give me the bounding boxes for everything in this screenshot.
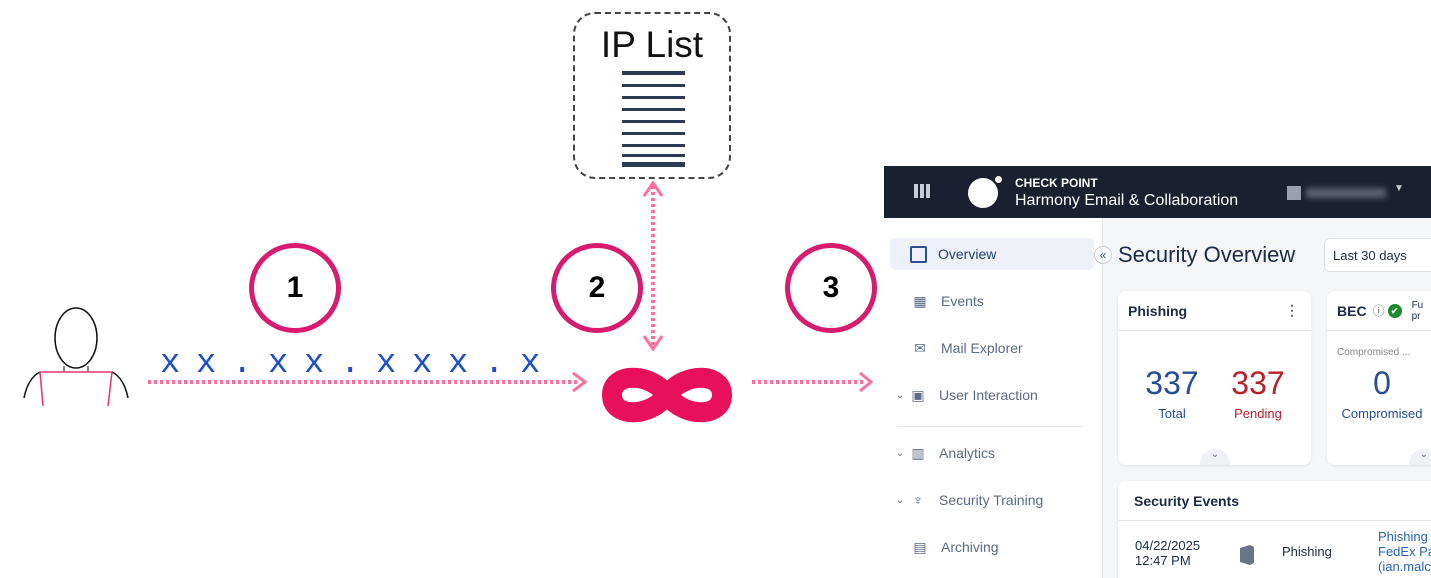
account-dropdown-icon[interactable]: ▼: [1394, 183, 1404, 194]
app-header: CHECK POINT Harmony Email & Collaboratio…: [884, 166, 1431, 218]
bec-card-title: BEC: [1337, 302, 1367, 319]
info-icon[interactable]: ⓘ: [1372, 304, 1385, 318]
sidebar: Overview ▦Events ✉Mail Explorer ⌄▣User I…: [884, 218, 1103, 578]
phishing-total[interactable]: 337: [1145, 365, 1199, 401]
step-2-badge: 2: [551, 243, 643, 333]
sidebar-item-analytics[interactable]: ⌄▥Analytics: [896, 444, 996, 462]
ip-list-box: IP List: [573, 12, 731, 179]
date-filter-select[interactable]: Last 30 days: [1324, 238, 1431, 272]
sidebar-item-mail-explorer[interactable]: ✉Mail Explorer: [890, 332, 1094, 364]
check-status-icon: ✔: [1387, 303, 1402, 318]
office-icon: [1240, 545, 1254, 565]
bec-compromised-count[interactable]: 0: [1373, 365, 1391, 401]
sidebar-item-user-interaction[interactable]: ⌄▣User Interaction: [896, 386, 1038, 404]
app-grid-icon[interactable]: [914, 184, 932, 198]
trophy-icon: ♆: [912, 492, 924, 508]
brand-name: CHECK POINT: [1015, 176, 1098, 190]
phishing-pending[interactable]: 337: [1231, 365, 1285, 401]
step-1-badge: 1: [249, 243, 341, 333]
bec-card: BEC ⓘ✔ Fu pr Compromised ... 0 Compromised…: [1327, 291, 1431, 465]
phishing-pending-label: Pending: [1234, 406, 1282, 421]
building-icon: [1287, 186, 1301, 200]
person-icon: [23, 307, 129, 407]
product-name: Harmony Email & Collaboration: [1015, 192, 1239, 209]
user-interaction-icon: ▣: [911, 386, 925, 403]
sidebar-item-overview[interactable]: Overview: [890, 238, 1094, 270]
sidebar-item-security-training[interactable]: ⌄♆Security Training: [896, 492, 1044, 508]
event-type: Phishing: [1282, 544, 1332, 559]
ip-list-title: IP List: [600, 24, 704, 65]
sidebar-divider: [898, 426, 1083, 427]
ip-address-text: xx.xx.xxx.x: [160, 345, 557, 383]
security-events-title: Security Events: [1118, 481, 1431, 521]
checkpoint-logo-icon: [968, 174, 1004, 208]
analytics-icon: ▥: [911, 444, 925, 461]
bec-subtitle: Compromised ...: [1337, 347, 1411, 358]
expand-chevron-icon[interactable]: ⌄: [1200, 449, 1230, 465]
step-3-badge: 3: [785, 243, 877, 333]
sidebar-item-archiving[interactable]: ▤Archiving: [890, 531, 1094, 563]
phishing-card-title: Phishing⋮: [1118, 291, 1311, 331]
dashboard-icon: [910, 245, 927, 263]
expand-chevron-icon[interactable]: ⌄: [1409, 449, 1431, 465]
more-menu-icon[interactable]: ⋮: [1285, 302, 1299, 318]
infinity-logo-icon: [601, 367, 733, 423]
harmony-app-screenshot: CHECK POINT Harmony Email & Collaboratio…: [884, 166, 1431, 578]
calendar-icon: ▦: [913, 292, 927, 309]
archive-icon: ▤: [913, 538, 927, 555]
account-name-blurred[interactable]: [1306, 188, 1386, 198]
bec-status-text: Fu pr: [1411, 299, 1424, 322]
bec-compromised-label: Compromised: [1341, 406, 1423, 421]
chevron-down-icon: ⌄: [896, 389, 905, 401]
flow-arrows: [23, 180, 874, 423]
sidebar-item-events[interactable]: ▦Events: [890, 285, 1094, 317]
phishing-total-label: Total: [1158, 406, 1186, 421]
mail-search-icon: ✉: [914, 339, 926, 356]
chevron-down-icon: ⌄: [896, 447, 905, 459]
page-title: Security Overview: [1118, 242, 1296, 267]
collapse-sidebar-button[interactable]: «: [1094, 246, 1112, 264]
phishing-card: Phishing⋮ 337 Total 337 Pending ⌄: [1118, 291, 1311, 465]
chevron-down-icon: ⌄: [896, 494, 905, 506]
